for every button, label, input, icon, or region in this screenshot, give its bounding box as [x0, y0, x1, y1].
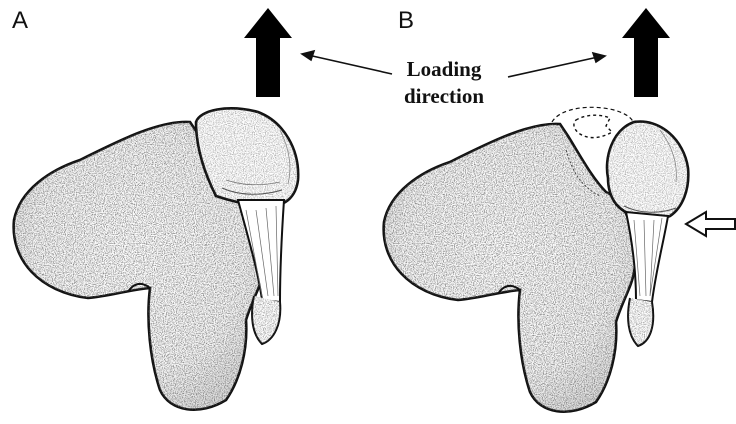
- panel-label-b: B: [398, 9, 414, 33]
- arrow-up-icon: [622, 8, 670, 97]
- original-patella-outline: [552, 107, 634, 130]
- loading-direction-caption: Loading direction: [382, 56, 506, 110]
- arrow-left-icon: [686, 212, 735, 236]
- caption-line-1: Loading: [382, 56, 506, 83]
- caption-line-2: direction: [382, 83, 506, 110]
- arrow-up-icon: [244, 8, 292, 97]
- panel-label-a: A: [12, 9, 28, 33]
- panel-a-drawing: [14, 8, 299, 410]
